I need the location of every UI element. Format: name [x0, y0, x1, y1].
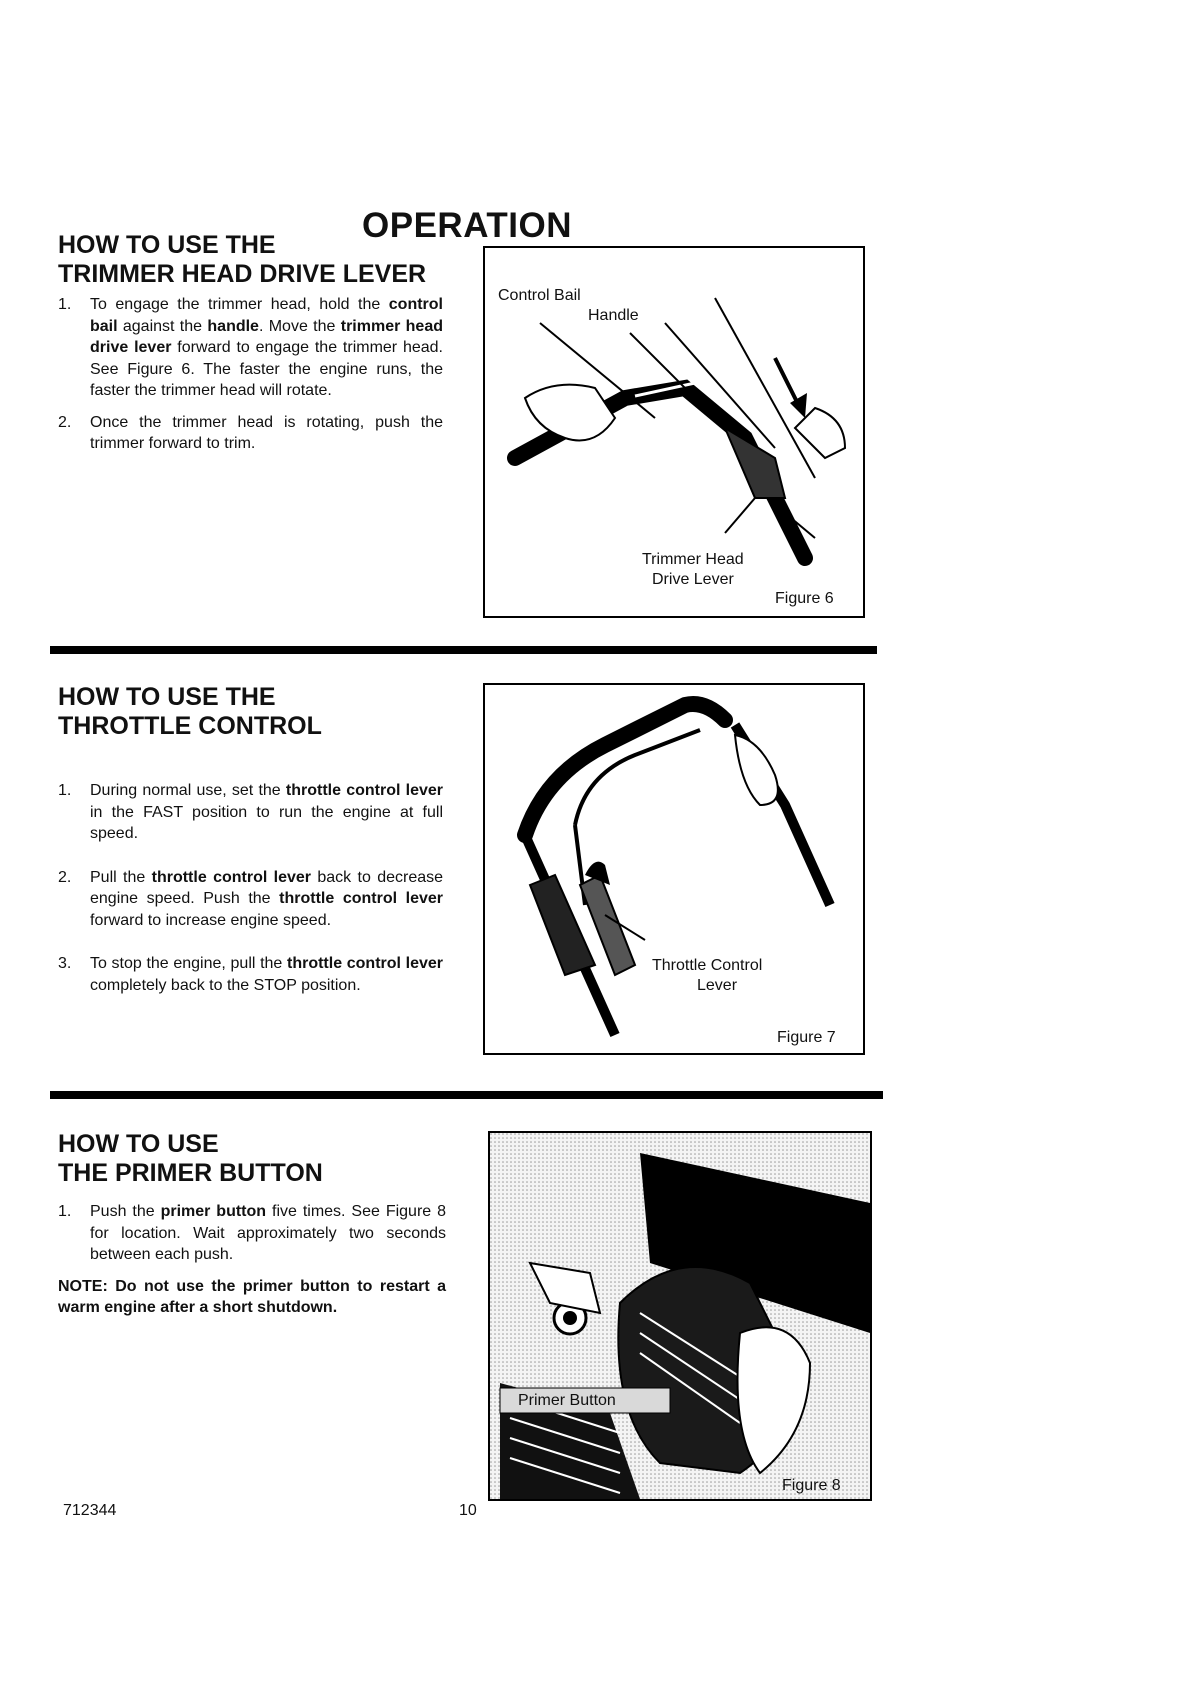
item-number: 1. [58, 782, 72, 799]
text: in the FAST position to run the engine a… [90, 803, 443, 843]
text: five times. See Figure 8 for location. W… [90, 1203, 446, 1263]
page-number: 10 [459, 1502, 477, 1519]
label-primer-button: Primer Button [518, 1392, 616, 1409]
trimmer-drive-illustration [507, 297, 847, 566]
list-item: 1. To engage the trimmer head, hold the … [58, 294, 443, 402]
text: Pull the [90, 868, 152, 886]
instruction-list: 1. During normal use, set the throttle c… [58, 780, 443, 1006]
figure-8: Primer Button Figure 8 [488, 1131, 872, 1501]
label-drive-lever-line2: Drive Lever [652, 571, 734, 588]
text: To stop the engine, pull the [90, 955, 287, 972]
term-drive-lever: trimmer head drive lever [90, 317, 443, 357]
primer-button-illustration [490, 1133, 870, 1499]
text: forward to increase engine speed. [90, 911, 332, 929]
figure-caption: Figure 6 [775, 590, 834, 607]
label-handle: Handle [588, 307, 639, 324]
list-item: 2. Once the trimmer head is rotating, pu… [58, 412, 443, 455]
section-divider [50, 646, 877, 654]
instruction-list: 1. Push the primer button five times. Se… [58, 1201, 446, 1319]
term-control-bail: control bail [90, 296, 443, 335]
term-throttle-lever: throttle control lever [279, 890, 443, 907]
label-control-bail: Control Bail [498, 287, 581, 304]
item-number: 1. [58, 1203, 72, 1220]
text: against the [117, 317, 208, 335]
page-title: OPERATION [362, 206, 572, 245]
label-throttle-line2: Lever [697, 977, 738, 994]
heading-line: THE PRIMER BUTTON [58, 1159, 323, 1187]
term-throttle-lever: throttle control lever [151, 868, 312, 886]
figure-caption: Figure 8 [782, 1477, 841, 1494]
text: During normal use, set the [90, 782, 286, 799]
text: Push the [90, 1203, 161, 1220]
figure-6: Control Bail Handle Trimmer Head Drive L… [483, 246, 865, 618]
text: . Move the [258, 317, 341, 335]
term-primer-button: primer button [160, 1203, 267, 1220]
document-number: 712344 [63, 1502, 117, 1519]
label-drive-lever-line1: Trimmer Head [642, 551, 744, 568]
text: Once the trimmer head is rotating, push … [90, 413, 443, 453]
term-throttle-lever: throttle control lever [285, 782, 444, 799]
heading-line: THROTTLE CONTROL [58, 712, 322, 740]
item-number: 3. [58, 955, 72, 972]
text: completely back to the STOP position. [90, 976, 361, 994]
section-heading-primer: HOW TO USE THE PRIMER BUTTON [58, 1130, 323, 1188]
item-number: 2. [58, 868, 72, 886]
item-number: 2. [58, 413, 72, 431]
text: forward to engage the trimmer head. See … [90, 339, 444, 399]
list-item: 2. Pull the throttle control lever back … [58, 867, 443, 932]
list-item: 3. To stop the engine, pull the throttle… [58, 953, 443, 996]
section-heading-trimmer-drive: HOW TO USE THE TRIMMER HEAD DRIVE LEVER [58, 231, 426, 289]
section-heading-throttle: HOW TO USE THE THROTTLE CONTROL [58, 683, 322, 741]
throttle-control-illustration [517, 696, 835, 1038]
label-throttle-line1: Throttle Control [652, 957, 763, 974]
heading-line: TRIMMER HEAD DRIVE LEVER [58, 260, 427, 288]
heading-line: HOW TO USE THE [58, 683, 276, 711]
section-divider [50, 1091, 883, 1099]
item-number: 1. [58, 296, 72, 313]
term-throttle-lever: throttle control lever [286, 955, 443, 972]
heading-line: HOW TO USE [58, 1130, 219, 1158]
list-item: 1. During normal use, set the throttle c… [58, 780, 443, 845]
figure-7: Throttle Control Lever Figure 7 [483, 683, 865, 1055]
text: To engage the trimmer head, hold the [90, 296, 389, 313]
list-item: 1. Push the primer button five times. Se… [58, 1201, 446, 1266]
instruction-list: 1. To engage the trimmer head, hold the … [58, 294, 443, 465]
note-text: NOTE: Do not use the primer button to re… [58, 1277, 446, 1317]
heading-line: HOW TO USE THE [58, 231, 276, 259]
term-handle: handle [207, 317, 259, 335]
figure-caption: Figure 7 [777, 1029, 836, 1046]
text: back to decrease engine speed. Push the [90, 868, 444, 908]
